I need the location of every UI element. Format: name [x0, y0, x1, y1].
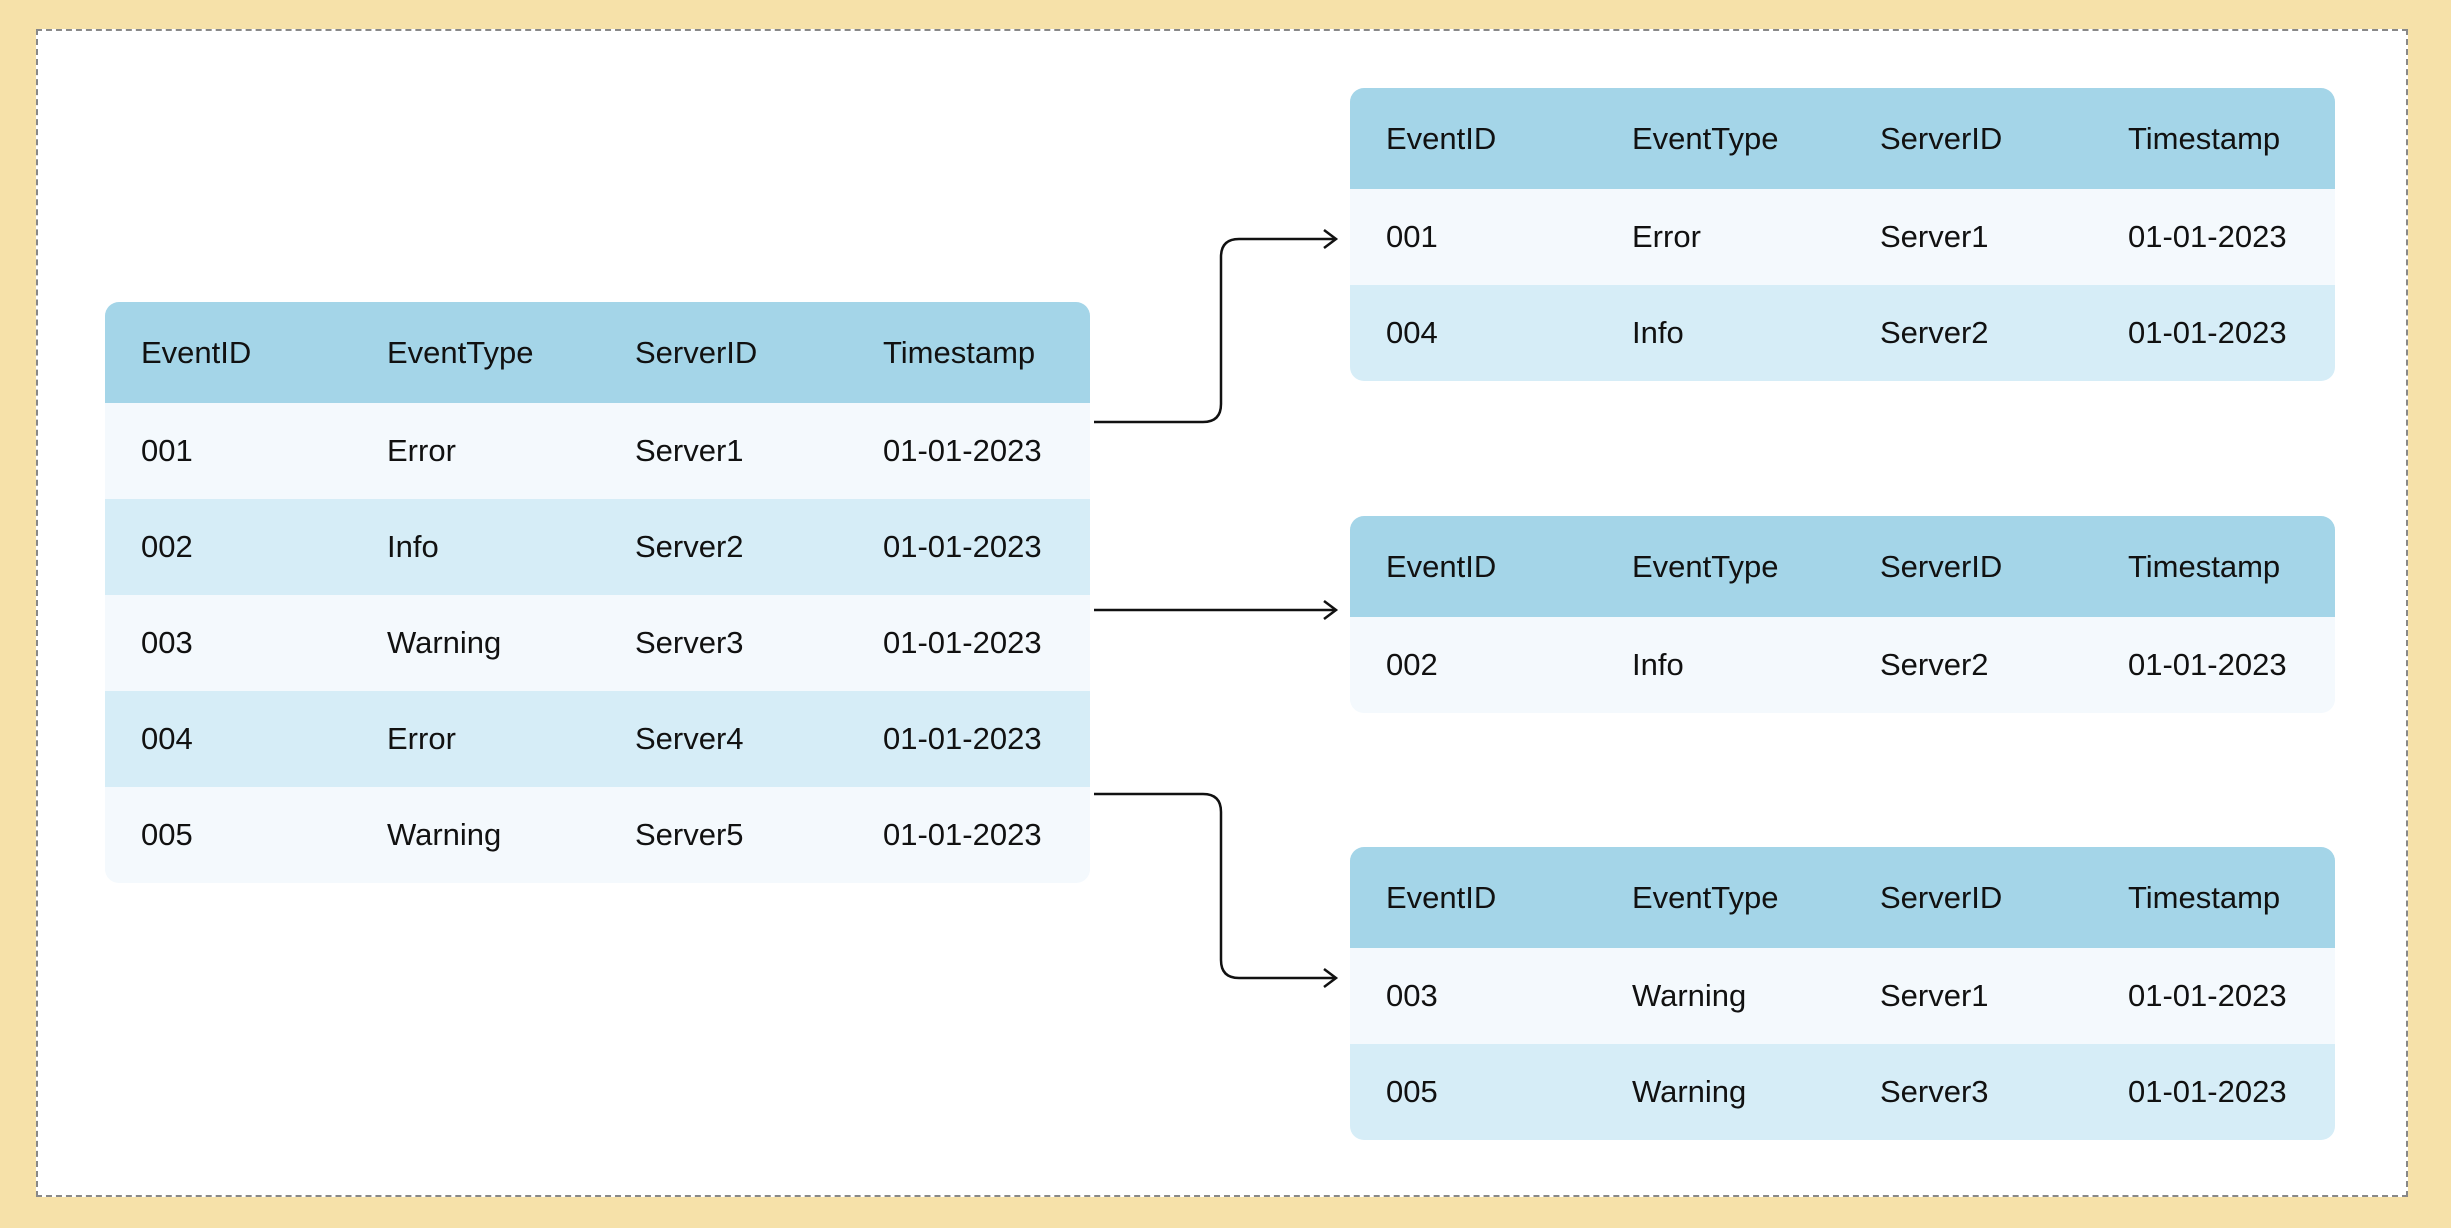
table-cell: Info [387, 529, 439, 564]
table-cell: Server3 [635, 625, 744, 660]
table-cell: Warning [1632, 1074, 1747, 1109]
table-row: 005 Warning Server3 01-01-2023 [1350, 1044, 2335, 1140]
table-cell: Server2 [1880, 647, 1989, 682]
table-row: 002 Info Server2 01-01-2023 [105, 499, 1090, 595]
table-cell: Error [387, 433, 456, 468]
table-cell: Warning [1632, 978, 1747, 1013]
header-row: EventID EventType ServerID Timestamp [1350, 88, 2335, 189]
table-row: 004 Error Server4 01-01-2023 [105, 691, 1090, 787]
column-header: ServerID [1880, 120, 2003, 156]
output-table-2: EventID EventType ServerID Timestamp 002 Info… [1350, 516, 2335, 713]
table-row: 003 Warning Server1 01-01-2023 [1350, 948, 2335, 1044]
column-header: EventID [1386, 879, 1497, 915]
table-cell: 01-01-2023 [883, 433, 1042, 468]
column-header: EventID [1386, 548, 1497, 584]
table-cell: Server3 [1880, 1074, 1989, 1109]
column-header: Timestamp [2128, 879, 2281, 915]
column-header: Timestamp [883, 334, 1036, 370]
table-cell: 005 [141, 817, 193, 852]
output-table-1: EventID EventType ServerID Timestamp 001 Erro… [1350, 88, 2335, 381]
column-header: EventType [1632, 879, 1779, 915]
table-row: 002 Info Server2 01-01-2023 [1350, 617, 2335, 713]
column-header: EventType [387, 334, 534, 370]
table-cell: Error [387, 721, 456, 756]
table-cell: Server1 [635, 433, 744, 468]
table-cell: 01-01-2023 [2128, 1074, 2287, 1109]
table-cell: 004 [1386, 315, 1438, 350]
table-cell: 01-01-2023 [883, 721, 1042, 756]
arrow-head-1 [1323, 229, 1339, 249]
table-cell: Info [1632, 647, 1684, 682]
column-header: ServerID [1880, 548, 2003, 584]
table-cell: Server5 [635, 817, 744, 852]
table-cell: Server2 [635, 529, 744, 564]
table-cell: Server1 [1880, 978, 1989, 1013]
table-cell: 01-01-2023 [2128, 315, 2287, 350]
table-row: 004 Info Server2 01-01-2023 [1350, 285, 2335, 381]
arrow-to-table-3 [1094, 792, 1334, 980]
table-cell: Warning [387, 817, 502, 852]
table-cell: Server2 [1880, 315, 1989, 350]
table-row: 005 Warning Server5 01-01-2023 [105, 787, 1090, 883]
table-cell: Warning [387, 625, 502, 660]
table-cell: Error [1632, 219, 1701, 254]
table-cell: 004 [141, 721, 193, 756]
arrow-head-2 [1323, 600, 1339, 620]
column-header: ServerID [1880, 879, 2003, 915]
table-cell: 01-01-2023 [883, 625, 1042, 660]
table-cell: 001 [141, 433, 193, 468]
column-header: Timestamp [2128, 120, 2281, 156]
table-cell: 01-01-2023 [2128, 978, 2287, 1013]
table-cell: Info [1632, 315, 1684, 350]
table-cell: 003 [141, 625, 193, 660]
column-header: EventID [1386, 120, 1497, 156]
table-cell: 005 [1386, 1074, 1438, 1109]
table-row: 001 Error Server1 01-01-2023 [1350, 189, 2335, 285]
table-cell: 01-01-2023 [2128, 647, 2287, 682]
table-cell: 002 [141, 529, 193, 564]
header-row: EventID EventType ServerID Timestamp [105, 302, 1090, 403]
column-header: EventType [1632, 120, 1779, 156]
header-row: EventID EventType ServerID Timestamp [1350, 516, 2335, 617]
table-cell: Server1 [1880, 219, 1989, 254]
header-row: EventID EventType ServerID Timestamp [1350, 847, 2335, 948]
table-cell: 01-01-2023 [883, 529, 1042, 564]
table-cell: Server4 [635, 721, 744, 756]
arrow-head-3 [1323, 968, 1339, 988]
column-header: Timestamp [2128, 548, 2281, 584]
column-header: EventType [1632, 548, 1779, 584]
table-cell: 001 [1386, 219, 1438, 254]
column-header: ServerID [635, 334, 758, 370]
table-cell: 003 [1386, 978, 1438, 1013]
table-row: 001 Error Server1 01-01-2023 [105, 403, 1090, 499]
table-cell: 002 [1386, 647, 1438, 682]
table-cell: 01-01-2023 [883, 817, 1042, 852]
table-row: 003 Warning Server3 01-01-2023 [105, 595, 1090, 691]
column-header: EventID [141, 334, 252, 370]
arrow-to-table-1 [1094, 237, 1334, 424]
table-cell: 01-01-2023 [2128, 219, 2287, 254]
